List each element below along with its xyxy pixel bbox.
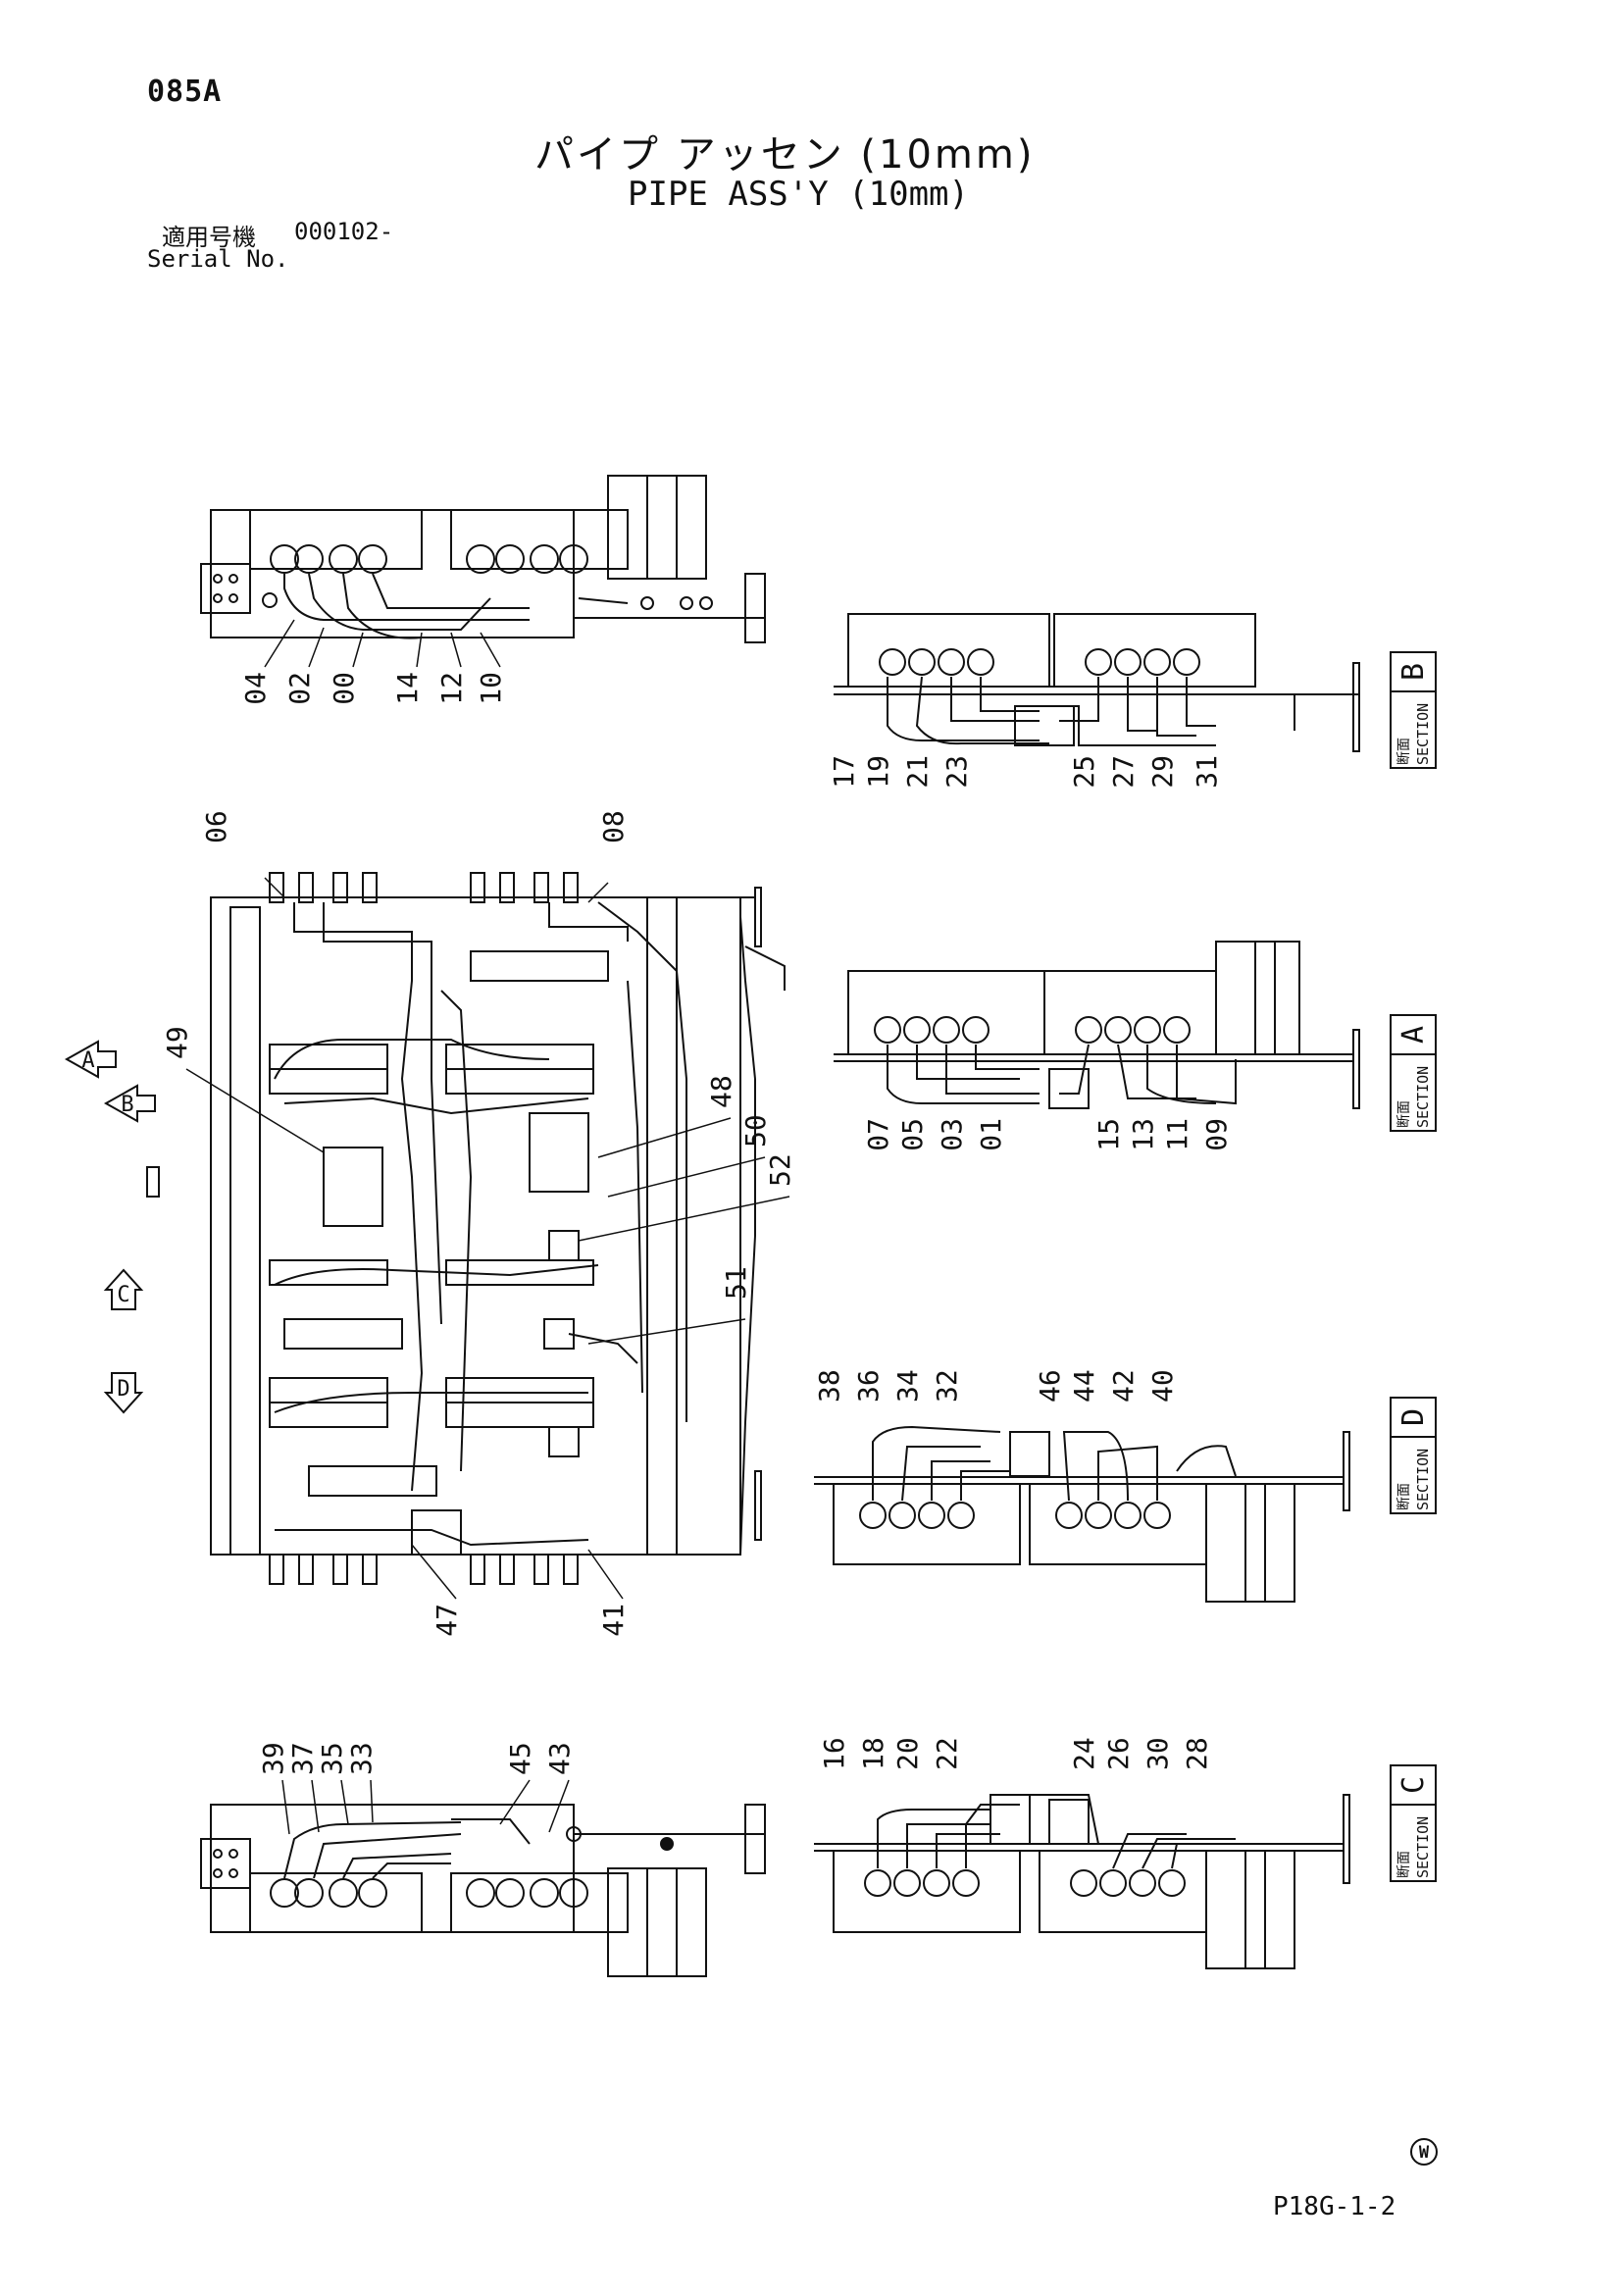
callout-18: 18 — [857, 1737, 889, 1770]
callout-30: 30 — [1142, 1737, 1174, 1770]
callout-28: 28 — [1181, 1737, 1213, 1770]
callout-49: 49 — [161, 1026, 193, 1059]
callout-43: 43 — [543, 1742, 576, 1775]
callout-24: 24 — [1068, 1737, 1100, 1770]
callout-44: 44 — [1068, 1369, 1100, 1403]
callout-20: 20 — [891, 1737, 924, 1770]
page-code: 085A — [147, 75, 223, 109]
w-circle-mark: W — [1410, 2138, 1438, 2166]
callout-25: 25 — [1068, 755, 1100, 789]
section-label-japanese: 断面 — [1396, 1483, 1412, 1510]
view-arrow-a — [64, 1040, 117, 1079]
section-label-japanese: 断面 — [1396, 738, 1412, 765]
callout-06: 06 — [200, 810, 232, 843]
top-left-elevation-view — [200, 475, 766, 643]
callout-13: 13 — [1127, 1118, 1159, 1151]
section-d-view — [814, 1425, 1350, 1603]
serial-value: 000102- — [294, 218, 394, 245]
callout-52: 52 — [764, 1153, 796, 1187]
callout-03: 03 — [936, 1118, 968, 1151]
plan-view — [210, 872, 786, 1585]
section-a-view — [834, 941, 1360, 1109]
view-arrow-b — [103, 1084, 156, 1123]
callout-47: 47 — [431, 1604, 463, 1637]
callout-36: 36 — [852, 1369, 885, 1403]
callout-04: 04 — [239, 672, 272, 705]
callout-07: 07 — [862, 1118, 894, 1151]
section-label-english: SECTION — [1414, 703, 1432, 765]
view-arrow-b-letter: B — [121, 1093, 133, 1117]
callout-50: 50 — [739, 1114, 772, 1148]
callout-00: 00 — [328, 672, 360, 705]
callout-48: 48 — [705, 1075, 737, 1108]
section-c-view — [814, 1794, 1350, 1969]
serial-label-english: Serial No. — [147, 245, 289, 273]
svg-text:W: W — [1419, 2143, 1430, 2163]
callout-10: 10 — [475, 672, 507, 705]
callout-12: 12 — [435, 672, 468, 705]
view-arrow-d-letter: D — [117, 1377, 129, 1402]
callout-21: 21 — [901, 755, 934, 789]
callout-11: 11 — [1161, 1118, 1193, 1151]
callout-34: 34 — [891, 1369, 924, 1403]
section-letter: B — [1396, 663, 1431, 681]
callout-15: 15 — [1092, 1118, 1125, 1151]
callout-39: 39 — [257, 1742, 289, 1775]
callout-16: 16 — [818, 1737, 850, 1770]
callout-27: 27 — [1107, 755, 1140, 789]
view-arrow-c — [103, 1268, 144, 1310]
view-arrow-c-letter: C — [117, 1283, 129, 1307]
section-label-english: SECTION — [1414, 1816, 1432, 1878]
callout-35: 35 — [316, 1742, 348, 1775]
page-reference: P18G-1-2 — [1273, 2192, 1396, 2221]
section-label-english: SECTION — [1414, 1449, 1432, 1510]
callout-17: 17 — [828, 755, 860, 789]
callout-41: 41 — [597, 1604, 630, 1637]
callout-31: 31 — [1191, 755, 1223, 789]
callout-26: 26 — [1102, 1737, 1135, 1770]
callout-02: 02 — [283, 672, 316, 705]
view-arrow-a-letter: A — [81, 1048, 94, 1073]
callout-14: 14 — [391, 672, 424, 705]
callout-46: 46 — [1034, 1369, 1066, 1403]
bottom-left-elevation-view — [200, 1804, 766, 1977]
section-label-japanese: 断面 — [1396, 1851, 1412, 1878]
section-letter: D — [1396, 1408, 1431, 1426]
callout-22: 22 — [931, 1737, 963, 1770]
callout-19: 19 — [862, 755, 894, 789]
callout-42: 42 — [1107, 1369, 1140, 1403]
callout-01: 01 — [975, 1118, 1007, 1151]
callout-32: 32 — [931, 1369, 963, 1403]
section-label-english: SECTION — [1414, 1066, 1432, 1128]
callout-23: 23 — [940, 755, 973, 789]
title-english: PIPE ASS'Y (10mm) — [628, 175, 969, 214]
view-arrow-d — [103, 1372, 144, 1414]
section-label-japanese: 断面 — [1396, 1100, 1412, 1128]
serial-label-japanese: 適用号機 — [162, 224, 256, 251]
callout-40: 40 — [1146, 1369, 1179, 1403]
callout-51: 51 — [720, 1266, 752, 1300]
callout-37: 37 — [286, 1742, 319, 1775]
callout-08: 08 — [597, 810, 630, 843]
callout-38: 38 — [813, 1369, 845, 1403]
callout-45: 45 — [504, 1742, 536, 1775]
callout-09: 09 — [1200, 1118, 1233, 1151]
callout-33: 33 — [345, 1742, 378, 1775]
title-japanese: パイプ アッセン (10mm) — [534, 132, 1036, 178]
section-letter: A — [1396, 1026, 1431, 1044]
callout-29: 29 — [1146, 755, 1179, 789]
section-b-view — [834, 613, 1360, 752]
section-letter: C — [1396, 1776, 1431, 1794]
callout-05: 05 — [896, 1118, 929, 1151]
